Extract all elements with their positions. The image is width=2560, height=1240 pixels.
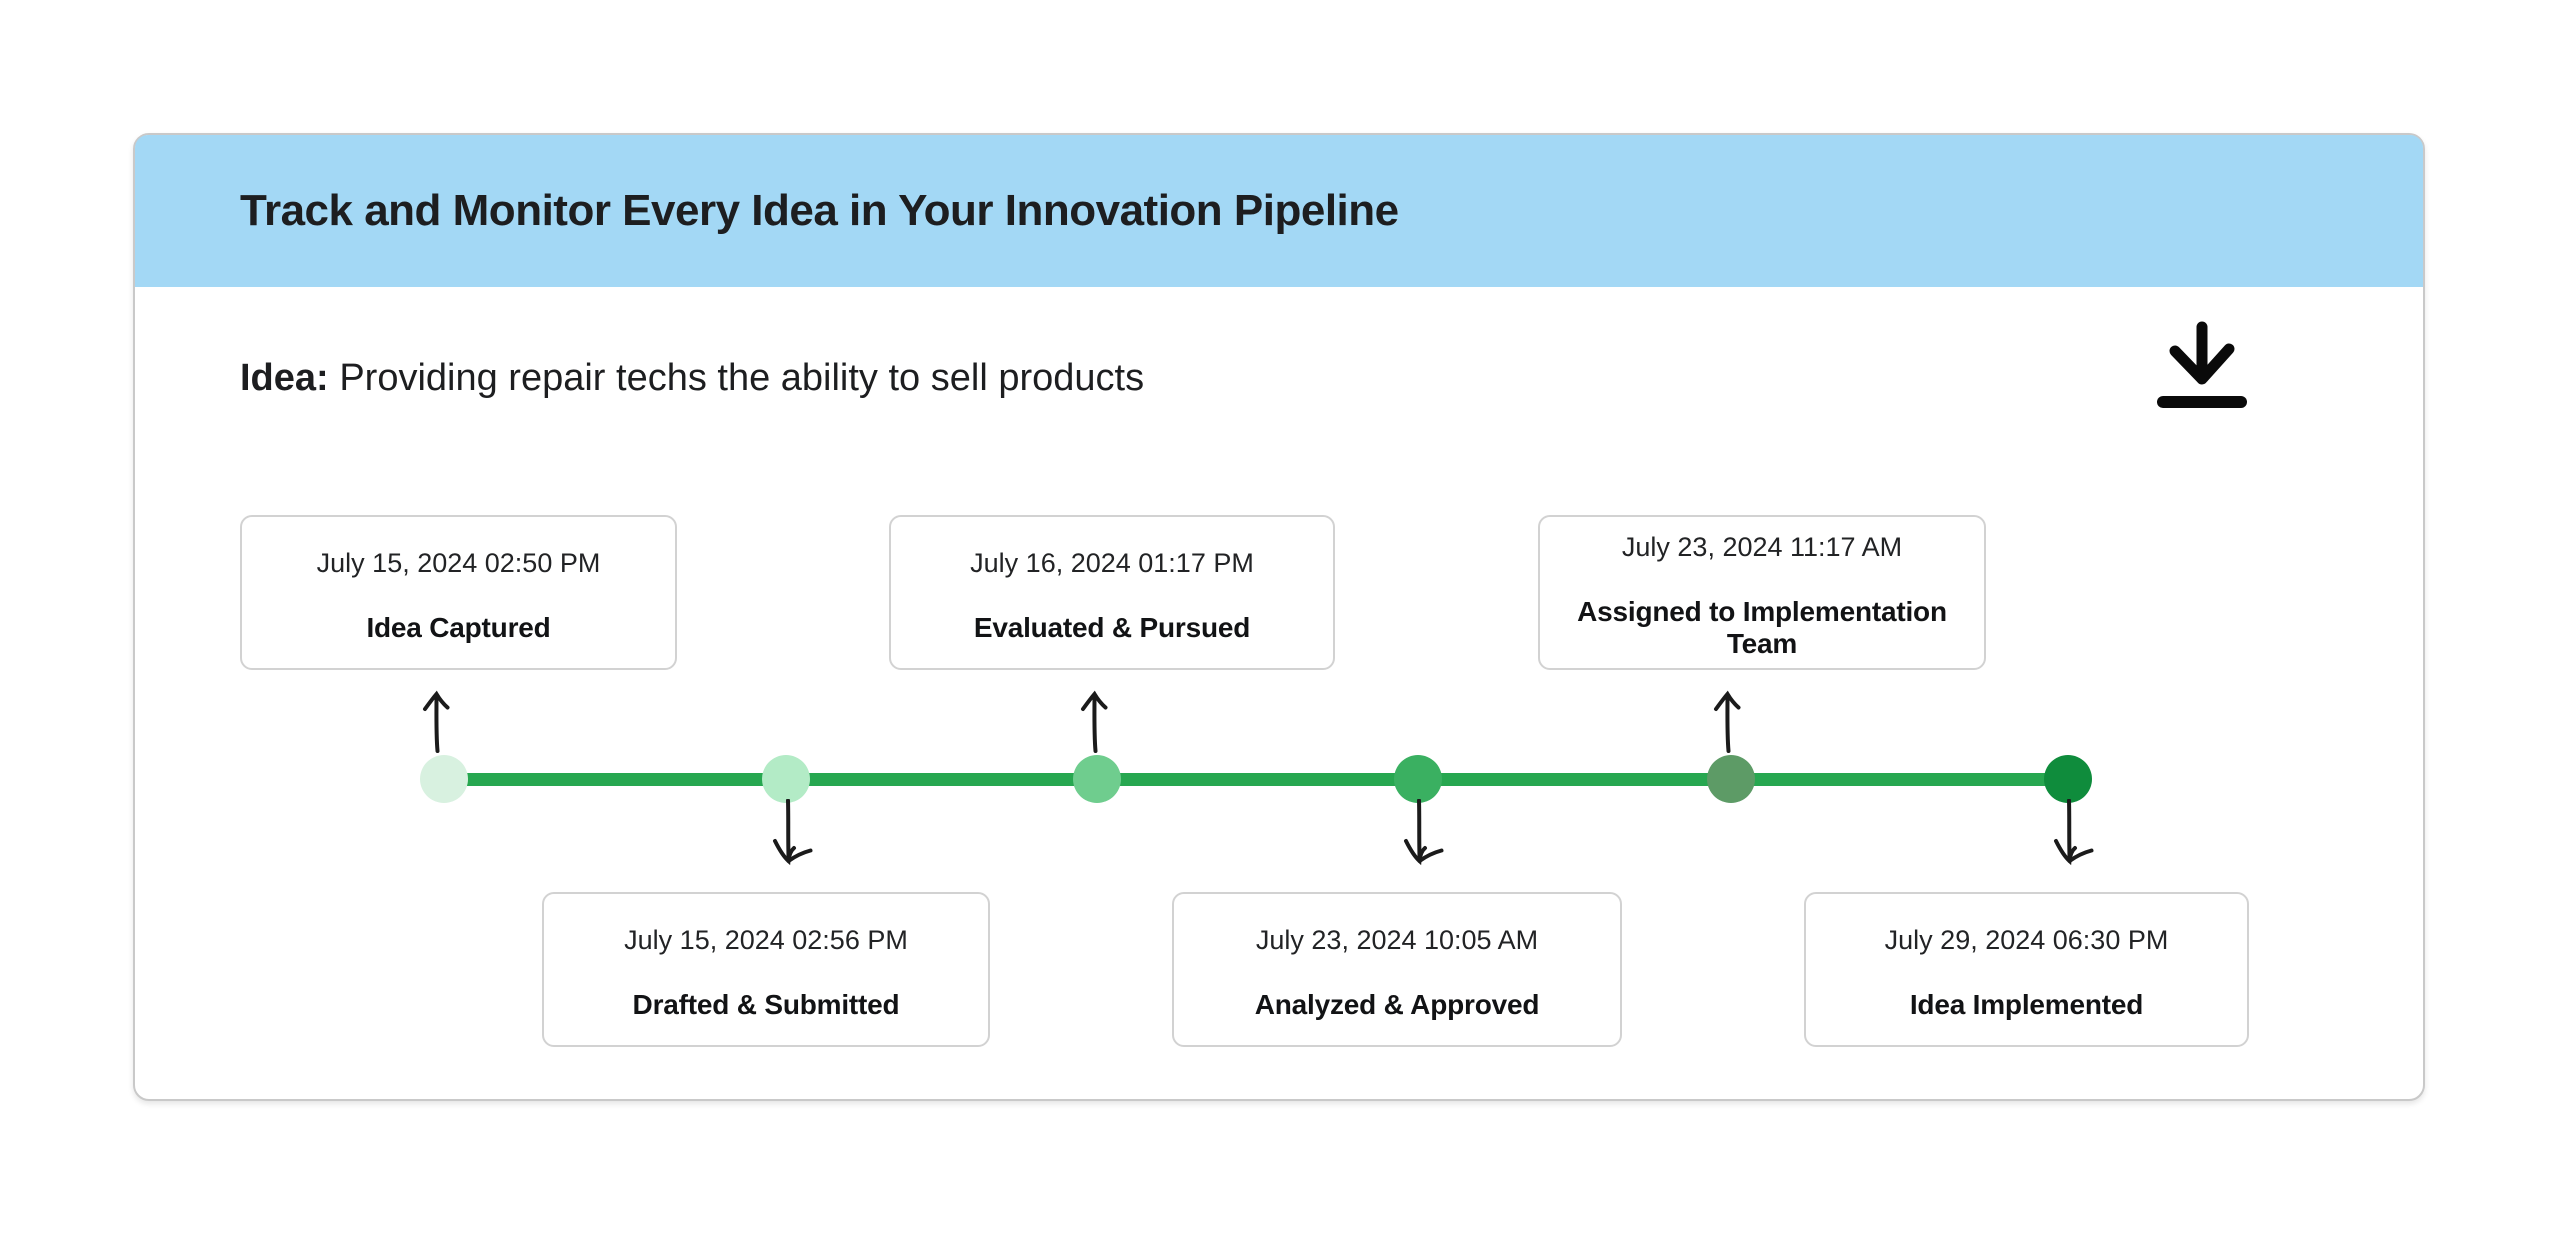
milestone-label: Analyzed & Approved [1254,988,1540,1020]
milestone-datetime: July 15, 2024 02:56 PM [624,924,908,955]
arrow-up-connector [1081,690,1108,753]
milestone-card: July 29, 2024 06:30 PM Idea Implemented [1804,892,2249,1047]
milestone-label: Drafted & Submitted [632,988,900,1020]
timeline-dot-2 [762,755,810,803]
milestone-label: Idea Implemented [1909,988,2144,1020]
milestone-datetime: July 29, 2024 06:30 PM [1884,924,2169,955]
download-icon [2157,321,2247,408]
milestone-card: July 16, 2024 01:17 PM Evaluated & Pursu… [889,515,1335,670]
milestone-label: Idea Captured [366,611,551,643]
download-button[interactable] [2154,320,2250,412]
card-title: Track and Monitor Every Idea in Your Inn… [240,186,1399,235]
arrow-down-connector [1404,799,1444,866]
idea-text: Providing repair techs the ability to se… [339,357,1145,399]
milestone-card: July 23, 2024 11:17 AM Assigned to Imple… [1538,515,1986,670]
milestone-card: July 15, 2024 02:50 PM Idea Captured [240,515,677,670]
arrow-down-connector [2054,799,2094,866]
timeline-dot-1 [420,755,468,803]
arrow-up-connector [423,690,450,753]
idea-tracker-card: Track and Monitor Every Idea in Your Inn… [133,133,2425,1101]
milestone-card: July 15, 2024 02:56 PM Drafted & Submitt… [542,892,990,1047]
milestone-datetime: July 23, 2024 10:05 AM [1255,924,1539,955]
milestone-label: Assigned to Implementation Team [1577,595,1947,659]
idea-summary: Idea:Providing repair techs the ability … [240,357,1144,400]
milestone-datetime: July 16, 2024 01:17 PM [970,547,1254,578]
milestone-datetime: July 15, 2024 02:50 PM [316,547,601,578]
timeline-dot-4 [1394,755,1442,803]
milestone-datetime: July 23, 2024 11:17 AM [1621,531,1903,562]
arrow-up-connector [1714,690,1741,753]
timeline-dot-5 [1707,755,1755,803]
timeline-dot-3 [1073,755,1121,803]
card-header: Track and Monitor Every Idea in Your Inn… [135,135,2423,287]
timeline-dot-6 [2044,755,2092,803]
milestone-card: July 23, 2024 10:05 AM Analyzed & Approv… [1172,892,1622,1047]
arrow-down-connector [773,799,813,866]
milestone-label: Evaluated & Pursued [973,611,1251,643]
timeline-line [444,773,2068,786]
idea-label: Idea: [240,357,329,399]
